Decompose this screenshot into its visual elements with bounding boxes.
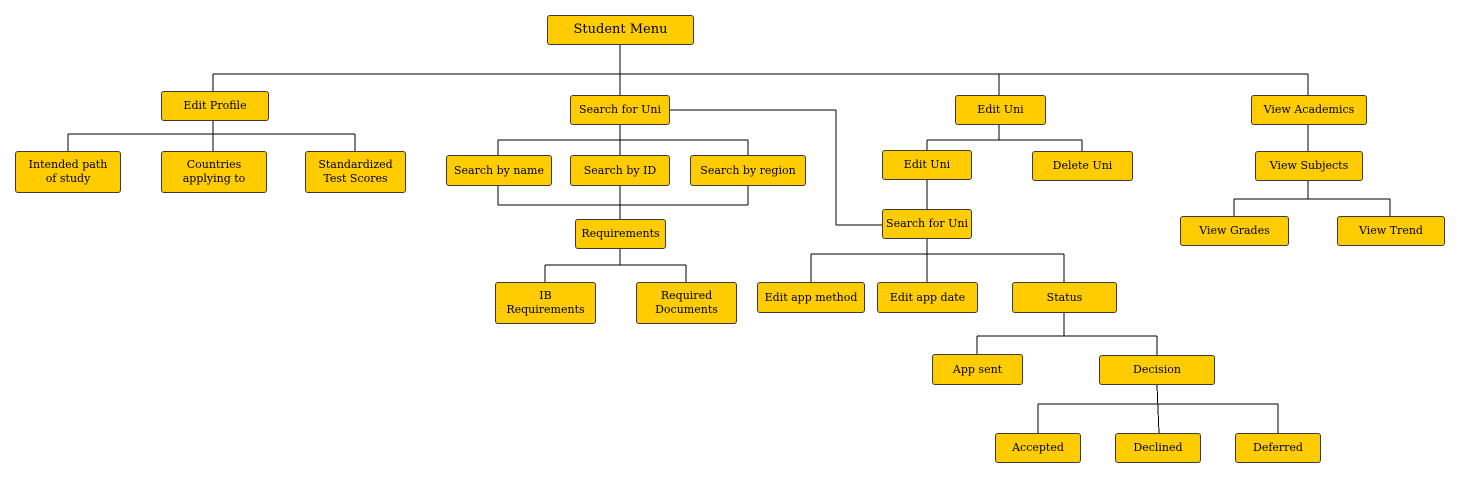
node-edit-profile[interactable]: Edit Profile — [161, 91, 269, 121]
node-search-uni[interactable]: Search for Uni — [570, 95, 670, 125]
node-search-by-region[interactable]: Search by region — [690, 155, 806, 186]
node-countries[interactable]: Countries applying to — [161, 151, 267, 193]
node-declined[interactable]: Declined — [1115, 433, 1201, 463]
node-edit-uni[interactable]: Edit Uni — [955, 95, 1046, 125]
node-requirements[interactable]: Requirements — [575, 219, 666, 249]
node-required-documents[interactable]: Required Documents — [636, 282, 737, 324]
node-view-academics[interactable]: View Academics — [1251, 95, 1367, 125]
node-delete-uni[interactable]: Delete Uni — [1032, 151, 1133, 181]
connector — [1156, 384, 1160, 434]
node-test-scores[interactable]: Standardized Test Scores — [305, 151, 406, 193]
node-student-menu[interactable]: Student Menu — [547, 15, 694, 45]
node-decision[interactable]: Decision — [1099, 355, 1215, 385]
node-view-grades[interactable]: View Grades — [1180, 216, 1289, 246]
node-search-uni-sub[interactable]: Search for Uni — [882, 209, 972, 239]
node-app-sent[interactable]: App sent — [932, 354, 1023, 385]
node-view-trend[interactable]: View Trend — [1337, 216, 1445, 246]
node-edit-app-method[interactable]: Edit app method — [757, 282, 865, 313]
node-intended-path[interactable]: Intended path of study — [15, 151, 121, 193]
node-edit-app-date[interactable]: Edit app date — [877, 282, 978, 313]
node-deferred[interactable]: Deferred — [1235, 433, 1321, 463]
node-view-subjects[interactable]: View Subjects — [1255, 151, 1363, 181]
node-status[interactable]: Status — [1012, 282, 1117, 313]
node-search-by-id[interactable]: Search by ID — [570, 155, 670, 186]
node-edit-uni-sub[interactable]: Edit Uni — [882, 150, 972, 180]
node-accepted[interactable]: Accepted — [995, 433, 1081, 463]
node-search-by-name[interactable]: Search by name — [446, 155, 552, 186]
node-ib-requirements[interactable]: IB Requirements — [495, 282, 596, 324]
